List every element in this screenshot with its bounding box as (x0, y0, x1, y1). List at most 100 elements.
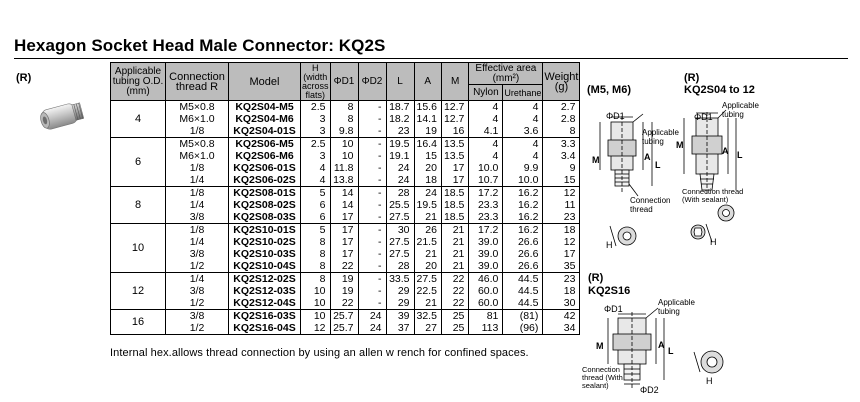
h-cell: 2.5 (300, 100, 331, 113)
thread-cell: 1/8 (165, 223, 229, 236)
a-cell: 19 (413, 125, 442, 138)
photo-mark: (R) (16, 72, 32, 84)
kq2s16-a-label: A (658, 340, 665, 350)
m-cell: 22 (440, 297, 470, 310)
d1-cell: 14 (329, 186, 359, 199)
weight-cell: 15 (542, 174, 581, 187)
urethane-cell: 10.0 (502, 174, 544, 187)
weight-cell: 2.8 (542, 113, 581, 125)
h-cell: 3 (300, 125, 331, 138)
weight-cell: 18 (542, 285, 581, 297)
diagram-kq2s04-mark: (R) (684, 72, 700, 84)
h-cell: 8 (300, 260, 331, 273)
h-cell: 2.5 (300, 137, 331, 150)
kq2s16-d1-label: ΦD1 (604, 304, 623, 314)
thread-cell: 1/8 (165, 162, 229, 174)
h-cell: 10 (300, 297, 331, 310)
m-cell: 18.5 (440, 211, 470, 224)
d1-cell: 10 (329, 137, 359, 150)
a-cell: 19.5 (413, 199, 442, 211)
kq2s04-a-label: A (722, 146, 729, 156)
thread-cell: 1/8 (165, 186, 229, 199)
tubing-od-cell: 12 (110, 272, 166, 310)
diagram-m5m6 (599, 113, 653, 247)
h-cell: 8 (300, 272, 331, 285)
footnote: Internal hex.allows thread connection by… (110, 347, 529, 359)
kq2s16-l-label: L (668, 346, 674, 356)
tubing-od-cell: 8 (110, 186, 166, 224)
d2-cell: - (357, 199, 387, 211)
header-nylon: Nylon (468, 84, 504, 101)
kq2s04-d1-label: ΦD1 (694, 112, 713, 122)
nylon-cell: 4.1 (468, 125, 504, 138)
thread-cell: 1/4 (165, 272, 229, 285)
l-cell: 30 (385, 223, 415, 236)
m-cell: 21 (440, 223, 470, 236)
m-cell: 13.5 (440, 150, 470, 162)
h-cell: 8 (300, 248, 331, 260)
nylon-cell: 17.2 (468, 223, 504, 236)
weight-cell: 23 (542, 272, 581, 285)
m-cell: 13.5 (440, 137, 470, 150)
thread-cell: 1/2 (165, 322, 229, 335)
model-cell: KQ2S10-04S (228, 260, 301, 273)
thread-cell: 1/2 (165, 297, 229, 310)
d2-cell: - (357, 285, 387, 297)
spec-table: Applicable tubing O.D. (mm) Connection t… (110, 62, 581, 335)
d1-cell: 10 (329, 150, 359, 162)
a-cell: 27.5 (413, 272, 442, 285)
l-cell: 25.5 (385, 199, 415, 211)
d2-cell: 24 (357, 309, 387, 322)
m-cell: 21 (440, 248, 470, 260)
m-cell: 17 (440, 162, 470, 174)
thread-cell: 3/8 (165, 309, 229, 322)
model-cell: KQ2S10-03S (228, 248, 301, 260)
urethane-cell: 9.9 (502, 162, 544, 174)
urethane-cell: 26.6 (502, 260, 544, 273)
kq2s16-thread-label: Connection thread (With sealant) (582, 365, 623, 390)
weight-cell: 18 (542, 223, 581, 236)
h-cell: 10 (300, 309, 331, 322)
tubing-od-cell: 6 (110, 137, 166, 187)
diagram-kq2s16-mark: (R) (588, 272, 604, 284)
thread-cell: 1/8 (165, 125, 229, 138)
nylon-cell: 10.0 (468, 162, 504, 174)
thread-cell: 3/8 (165, 248, 229, 260)
l-cell: 24 (385, 174, 415, 187)
nylon-cell: 39.0 (468, 248, 504, 260)
d1-cell: 13.8 (329, 174, 359, 187)
l-cell: 19.1 (385, 150, 415, 162)
a-cell: 26 (413, 223, 442, 236)
h-cell: 10 (300, 285, 331, 297)
tubing-od-cell: 10 (110, 223, 166, 273)
d2-cell: - (357, 248, 387, 260)
weight-cell: 30 (542, 297, 581, 310)
d2-cell: - (357, 137, 387, 150)
weight-cell: 3.3 (542, 137, 581, 150)
page-title: Hexagon Socket Head Male Connector: KQ2S (14, 36, 386, 55)
weight-cell: 12 (542, 186, 581, 199)
a-cell: 21.5 (413, 236, 442, 248)
m-cell: 12.7 (440, 113, 470, 125)
kq2s04-tubing-label: Applicable tubing (722, 101, 759, 119)
urethane-cell: (96) (502, 322, 544, 335)
a-cell: 20 (413, 260, 442, 273)
diagram-kq2s16 (607, 307, 724, 390)
urethane-cell: 44.5 (502, 297, 544, 310)
model-cell: KQ2S12-04S (228, 297, 301, 310)
model-cell: KQ2S08-02S (228, 199, 301, 211)
d2-cell: - (357, 162, 387, 174)
urethane-cell: 16.2 (502, 211, 544, 224)
urethane-cell: 26.6 (502, 236, 544, 248)
d1-cell: 22 (329, 297, 359, 310)
l-cell: 18.7 (385, 100, 415, 113)
kq2s04-l-label: L (737, 150, 743, 160)
weight-cell: 12 (542, 236, 581, 248)
nylon-cell: 17.2 (468, 186, 504, 199)
